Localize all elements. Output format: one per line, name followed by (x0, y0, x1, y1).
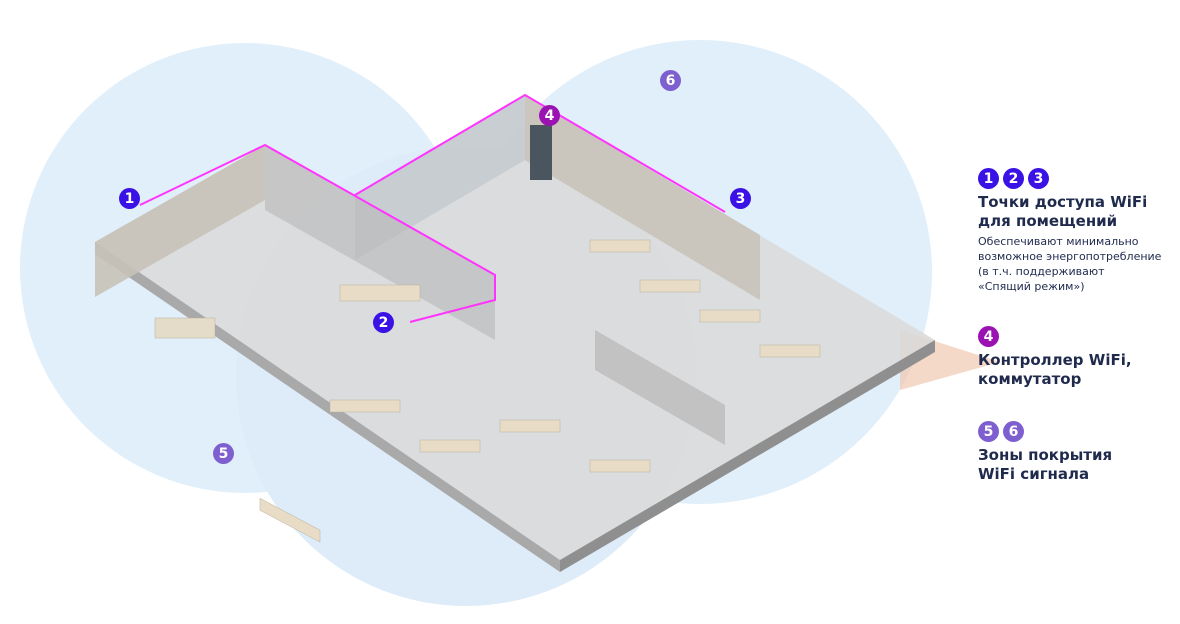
network-cable (139, 143, 496, 323)
access-point-marker-3[interactable]: 3 (730, 188, 751, 209)
partition-wall-right (595, 330, 725, 445)
zone-marker-6[interactable]: 6 (660, 70, 681, 91)
zone-marker-5[interactable]: 5 (213, 443, 234, 464)
legend-badge: 3 (1028, 168, 1049, 189)
floor-edge-right (560, 340, 935, 572)
legend-desc: «Спящий режим») (978, 280, 1085, 293)
legend-title: коммутатор (978, 370, 1082, 388)
legend-title: Контроллер WiFi, (978, 351, 1132, 369)
legend-desc: (в т.ч. поддерживают (978, 265, 1105, 278)
legend-title: для помещений (978, 212, 1118, 230)
legend-title: WiFi сигнала (978, 465, 1090, 483)
server-rack (530, 125, 552, 180)
legend-badge: 5 (978, 421, 999, 442)
access-point-marker-2[interactable]: 2 (373, 312, 394, 333)
legend-controller: 4 Контроллер WiFi,коммутатор (978, 326, 1132, 389)
access-point-marker-1[interactable]: 1 (119, 188, 140, 209)
legend-title: Точки доступа WiFi (978, 193, 1148, 211)
desks (154, 239, 821, 543)
legend-desc: возможное энергопотребление (978, 250, 1162, 263)
partition-wall (265, 145, 495, 340)
controller-marker-4[interactable]: 4 (539, 105, 560, 126)
legend-badge: 1 (978, 168, 999, 189)
legend-badge: 4 (978, 326, 999, 347)
legend-desc: Обеспечивают минимально (978, 235, 1139, 248)
legend-title: Зоны покрытия (978, 446, 1113, 464)
network-cable-2 (354, 93, 726, 213)
legend-badge: 6 (1003, 421, 1024, 442)
back-wall-left (95, 145, 265, 297)
floor-plan (95, 93, 935, 572)
back-wall-right (525, 95, 760, 300)
legend-badge: 2 (1003, 168, 1024, 189)
